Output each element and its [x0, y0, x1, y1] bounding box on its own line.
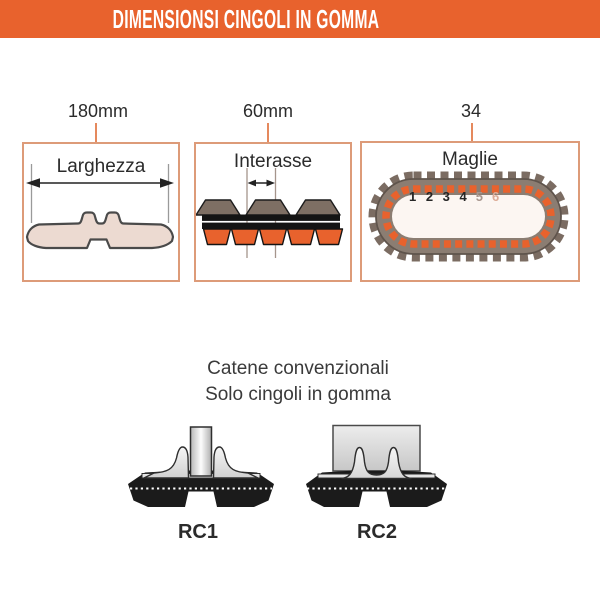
page-title: DIMENSIONSI CINGOLI IN GOMMA	[112, 3, 380, 34]
pitch-inner-label: Interasse	[233, 151, 313, 172]
arrowhead-right	[160, 178, 174, 188]
width-connector-line	[95, 123, 97, 142]
links-value-label: 34	[460, 101, 482, 121]
pitch-connector-line	[267, 123, 269, 142]
pitch-arrowhead-right	[266, 179, 275, 187]
conventional-chains-note: Catene convenzionali Solo cingoli in gom…	[0, 356, 596, 408]
loop-link-ring	[382, 185, 555, 248]
links-connector-line	[471, 123, 473, 142]
track-pitch-diagram	[196, 168, 344, 258]
track-band-lower	[202, 222, 340, 229]
loop-outer-lugs	[368, 171, 569, 262]
header-banner: DIMENSIONSI CINGOLI IN GOMMA	[0, 0, 600, 38]
tread-lugs	[196, 199, 341, 216]
loop-inner-area	[392, 195, 545, 238]
link-number-5: 5	[475, 189, 486, 204]
rc2-label: RC2	[356, 521, 398, 543]
rc2-rubber-body	[306, 470, 447, 507]
panel-pitch: Interasse	[194, 142, 352, 282]
links-inner-label: Maglie	[442, 149, 498, 170]
link-number-6: 6	[492, 189, 503, 204]
arrowhead-left	[26, 178, 40, 188]
rc1-guide-horn-left	[143, 446, 190, 479]
note-line-1: Catene convenzionali	[207, 358, 389, 379]
rc1-label: RC1	[177, 521, 219, 543]
track-width-diagram	[25, 164, 174, 250]
metal-links	[202, 228, 344, 246]
panel-links: Maglie	[360, 141, 580, 282]
pitch-value-label: 60mm	[242, 101, 294, 121]
rc2-guide-horns	[341, 446, 412, 480]
track-band-upper	[202, 214, 340, 221]
panel-width: Larghezza	[22, 142, 180, 282]
rc2-sprocket-housing	[332, 424, 421, 472]
link-numbers-dark: 1 2 3 4	[409, 189, 470, 204]
width-inner-label: Larghezza	[56, 156, 146, 177]
rc1-guide-horn-right	[212, 446, 259, 479]
width-value-label: 180mm	[67, 101, 129, 121]
track-cross-section-shape	[25, 211, 174, 250]
rc2-profile-diagram	[306, 424, 447, 507]
pitch-arrowhead-left	[247, 179, 256, 187]
rc1-profile-diagram	[128, 426, 274, 507]
rc1-guide-post	[189, 426, 213, 477]
note-line-2: Solo cingoli in gomma	[205, 384, 391, 405]
track-loop-diagram	[368, 171, 569, 262]
